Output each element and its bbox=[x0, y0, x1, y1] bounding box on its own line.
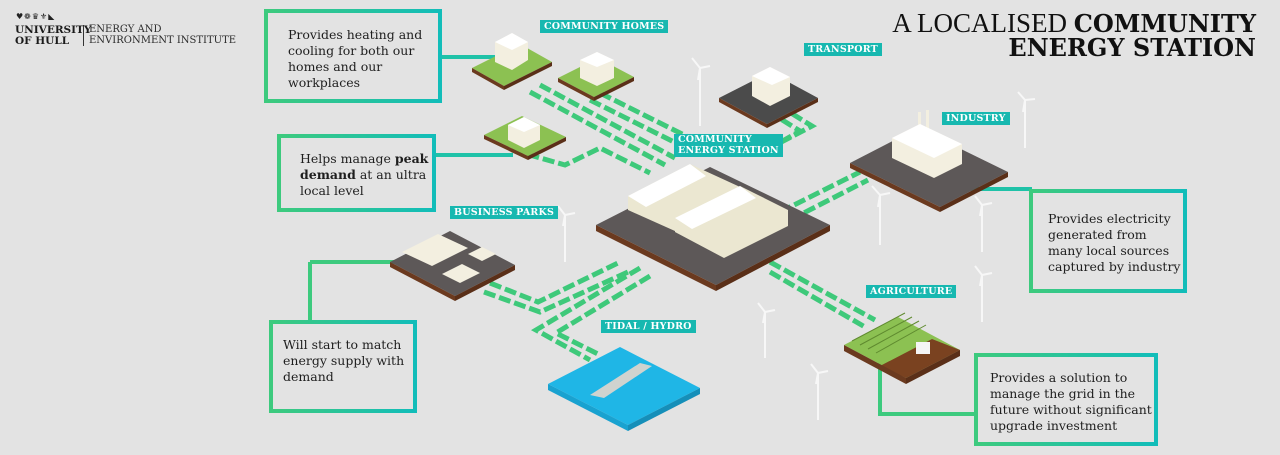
pipe-tidal-2 bbox=[550, 273, 652, 358]
callout-grid-solution: Provides a solution to manage the grid i… bbox=[974, 353, 1158, 446]
connector-grid bbox=[878, 355, 977, 416]
wind-turbines bbox=[557, 57, 1036, 420]
title-bold-line-2: ENERGY STATION bbox=[1008, 33, 1256, 62]
community-home-2 bbox=[558, 52, 634, 101]
callout-text-line: workplaces bbox=[288, 75, 361, 90]
tag-industry: INDUSTRY bbox=[942, 112, 1010, 125]
callout-text-line: Will start to match bbox=[283, 337, 402, 352]
industry-site bbox=[850, 110, 1008, 212]
callout-text-line: many local sources bbox=[1048, 243, 1170, 258]
title-bold-line-1: COMMUNITY bbox=[1073, 9, 1256, 38]
callout-text-line: manage the grid in the bbox=[990, 386, 1136, 401]
wind-turbine-icon bbox=[974, 265, 993, 322]
tag-business-parks: BUSINESS PARKS bbox=[450, 206, 558, 219]
pipe-homes-3 bbox=[588, 97, 692, 153]
pipe-agri-2 bbox=[768, 269, 867, 330]
callout-text-line: generated from bbox=[1048, 227, 1147, 242]
pipe-industry-2 bbox=[788, 177, 870, 223]
tag-community-energy-station: COMMUNITY ENERGY STATION bbox=[674, 134, 783, 157]
agriculture-field bbox=[844, 312, 960, 384]
pipe-business-1 bbox=[489, 259, 622, 305]
tag-community-homes: COMMUNITY HOMES bbox=[540, 20, 669, 33]
callout-match-supply: Will start to match energy supply with d… bbox=[269, 320, 417, 413]
community-home-1 bbox=[472, 33, 552, 90]
tidal-hydro-water bbox=[548, 347, 700, 431]
tag-agriculture: AGRICULTURE bbox=[866, 285, 957, 298]
callout-heating: Provides heating and cooling for both ou… bbox=[264, 9, 442, 103]
callout-text-line: future without significant bbox=[990, 402, 1152, 417]
community-energy-station bbox=[596, 164, 830, 291]
wind-turbine-icon bbox=[757, 302, 776, 358]
logo-divider bbox=[83, 25, 84, 46]
pipe-tidal-1 bbox=[530, 265, 642, 363]
callout-electricity: Provides electricity generated from many… bbox=[1029, 189, 1187, 293]
connector-match bbox=[308, 260, 395, 320]
callout-text-line: captured by industry bbox=[1048, 259, 1181, 274]
pipe-homes-4 bbox=[598, 90, 702, 146]
pipe-agri-1 bbox=[768, 259, 877, 323]
callout-peak-demand: Helps manage peak demand at an ultra loc… bbox=[277, 134, 436, 212]
callout-text-line: Provides heating and bbox=[288, 27, 423, 42]
transport-road bbox=[719, 67, 818, 128]
wind-turbine-icon bbox=[691, 57, 711, 126]
tag-transport: TRANSPORT bbox=[804, 43, 882, 56]
tag-tidal-hydro: TIDAL / HYDRO bbox=[601, 320, 696, 333]
university-crest: ♥❁♛⚜◣ bbox=[16, 12, 55, 21]
institute-line-2: ENVIRONMENT INSTITUTE bbox=[89, 34, 237, 46]
callout-text-line: upgrade investment bbox=[990, 418, 1118, 433]
wind-turbine-icon bbox=[871, 185, 891, 245]
ship-icon: ◣ bbox=[48, 12, 56, 21]
university-name: UNIVERSITY OF HULL bbox=[15, 25, 91, 46]
tag-ces-line-1: COMMUNITY bbox=[678, 134, 752, 145]
callout-text-line: Provides a solution to bbox=[990, 370, 1128, 385]
university-line-1: UNIVERSITY bbox=[15, 24, 92, 36]
community-home-3 bbox=[484, 116, 566, 160]
pipe-home3-1 bbox=[511, 145, 652, 176]
callout-bold-text: demand bbox=[300, 167, 356, 182]
callout-text-line: energy supply with bbox=[283, 353, 405, 368]
flower-icon: ❁ bbox=[24, 12, 32, 21]
title-light: A LOCALISED bbox=[892, 8, 1074, 38]
business-parks-site bbox=[390, 231, 515, 301]
university-line-2: OF HULL bbox=[15, 34, 70, 47]
pipe-business-2 bbox=[483, 269, 630, 315]
wind-turbine-icon bbox=[810, 363, 829, 420]
callout-text-line: Provides electricity bbox=[1048, 211, 1171, 226]
crown-icon: ♛ bbox=[31, 12, 41, 21]
callout-bold-text: peak bbox=[394, 151, 429, 166]
pipe-industry-1 bbox=[778, 169, 862, 215]
callout-text-line: homes and our bbox=[288, 59, 383, 74]
wind-turbine-icon bbox=[1017, 91, 1036, 148]
callout-text-line: demand bbox=[283, 369, 334, 384]
page-title: A LOCALISED COMMUNITY ENERGY STATION bbox=[892, 8, 1256, 62]
institute-line-1: ENERGY AND bbox=[89, 24, 162, 35]
wind-turbine-icon bbox=[557, 205, 576, 262]
institute-name: ENERGY AND ENVIRONMENT INSTITUTE bbox=[89, 24, 237, 46]
callout-text-line: local level bbox=[300, 183, 364, 198]
rose-icon: ♥ bbox=[16, 12, 25, 21]
wind-turbine-icon bbox=[974, 195, 993, 252]
callout-text: at an ultra bbox=[355, 167, 427, 182]
callout-text: Helps manage bbox=[300, 151, 395, 166]
fleur-icon: ⚜ bbox=[40, 12, 49, 21]
pipe-homes-1 bbox=[528, 89, 667, 168]
tag-ces-line-2: ENERGY STATION bbox=[678, 144, 779, 156]
pipe-homes-2 bbox=[538, 82, 677, 161]
callout-text-line: cooling for both our bbox=[288, 43, 415, 58]
